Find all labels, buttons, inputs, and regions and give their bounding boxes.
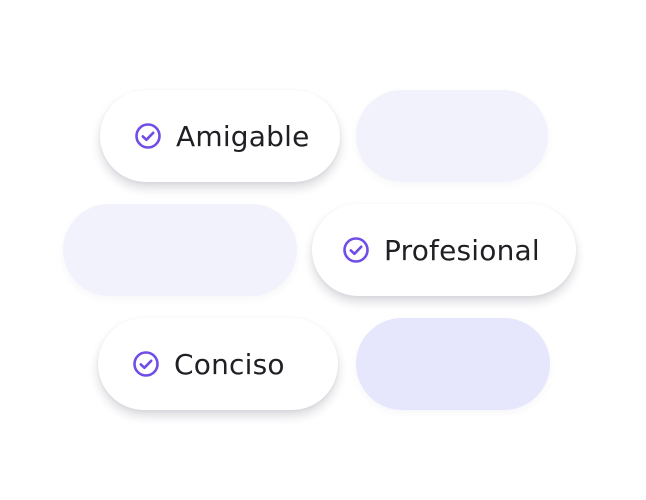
check-circle-icon — [133, 351, 159, 377]
chip-conciso[interactable]: Conciso — [98, 318, 338, 410]
chip-label: Conciso — [174, 347, 285, 381]
chip-profesional[interactable]: Profesional — [312, 204, 576, 296]
empty-chip[interactable] — [63, 204, 297, 296]
chip-label: Profesional — [384, 233, 540, 267]
empty-chip[interactable] — [356, 318, 550, 410]
chip-amigable[interactable]: Amigable — [100, 90, 340, 182]
check-circle-icon — [343, 237, 369, 263]
chip-label: Amigable — [176, 119, 310, 153]
empty-chip[interactable] — [356, 90, 548, 182]
check-circle-icon — [135, 123, 161, 149]
